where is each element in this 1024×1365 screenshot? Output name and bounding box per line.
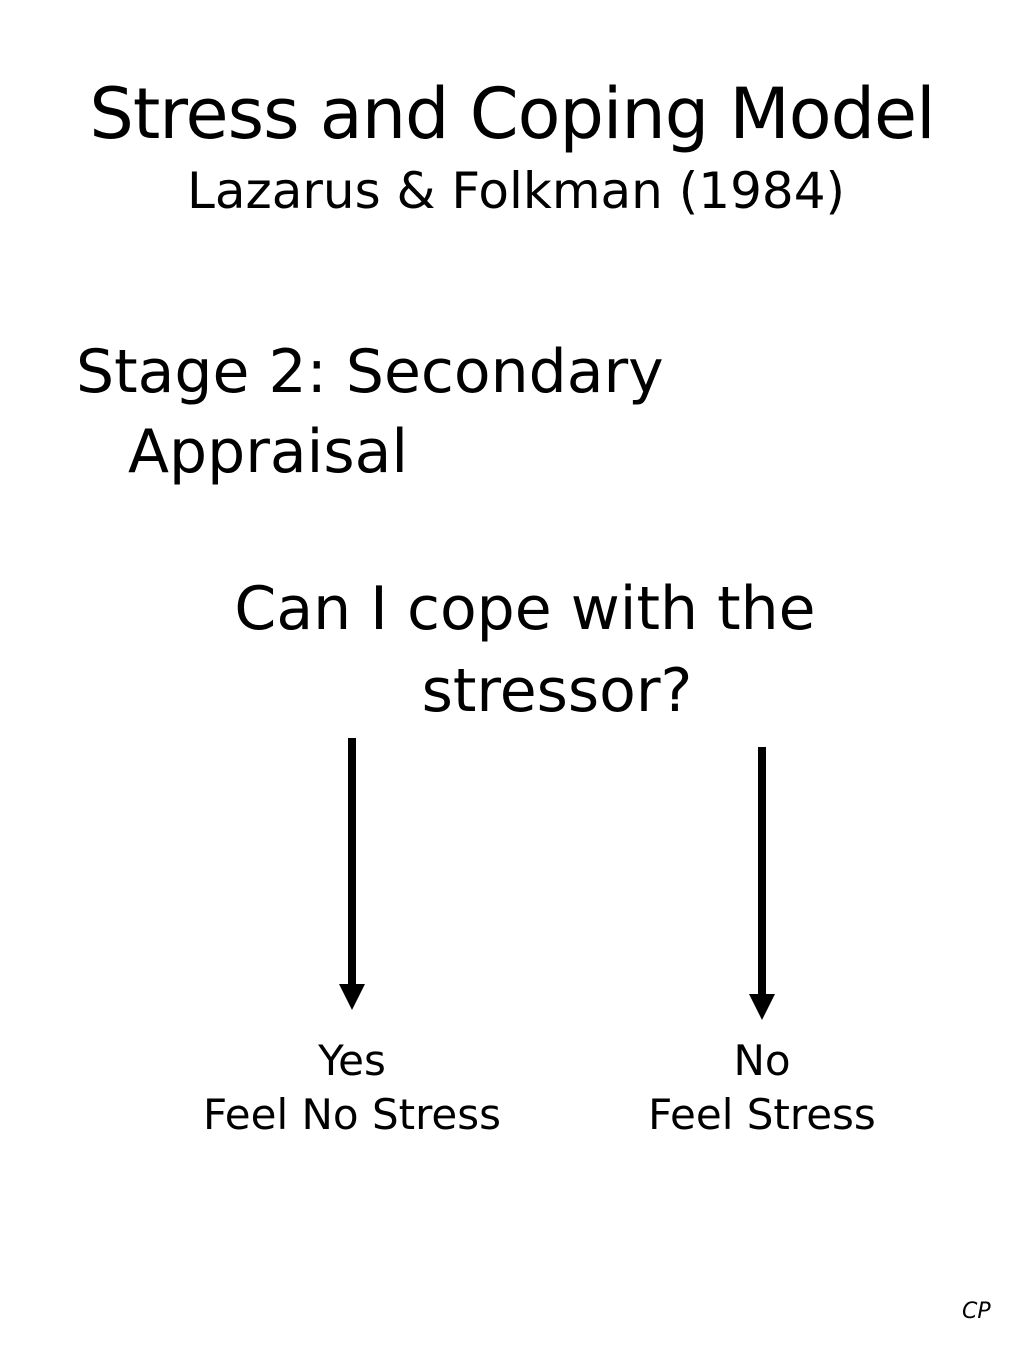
outcome-yes: Yes Feel No Stress (172, 1034, 532, 1142)
appraisal-question-line-1: Can I cope with the (234, 574, 816, 644)
author-credit: CP (962, 1299, 991, 1324)
yes-arrow (339, 738, 365, 1010)
yes-arrow-head (339, 984, 365, 1010)
appraisal-question: Can I cope with the stressor? (150, 568, 900, 732)
appraisal-question-line-2: stressor? (421, 656, 693, 726)
stage-heading-line-1: Stage 2: Secondary (76, 337, 664, 407)
outcome-no-answer: No (733, 1036, 791, 1085)
outcome-no-result: Feel Stress (648, 1090, 876, 1139)
stage-heading-line-2: Appraisal (128, 417, 409, 487)
slide-subtitle: Lazarus & Folkman (1984) (186, 162, 846, 220)
outcome-yes-result: Feel No Stress (202, 1090, 502, 1139)
outcome-no: No Feel Stress (592, 1034, 932, 1142)
stage-heading: Stage 2: Secondary Appraisal (76, 332, 664, 492)
no-arrow (749, 747, 775, 1020)
slide-title: Stress and Coping Model (89, 73, 935, 155)
outcome-yes-answer: Yes (318, 1036, 386, 1085)
no-arrow-head (749, 994, 775, 1020)
